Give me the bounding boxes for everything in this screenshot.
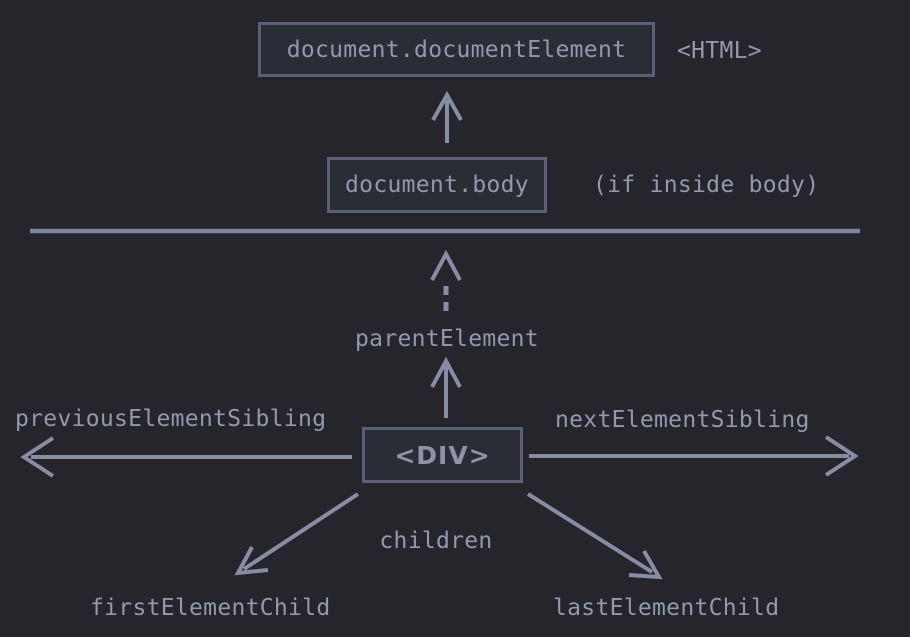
- div-label: <DIV>: [394, 440, 491, 470]
- document-element-label: document.documentElement: [286, 36, 627, 63]
- previous-element-sibling-label: previousElementSibling: [15, 406, 327, 432]
- arrow-body-to-documentelement: [431, 90, 463, 143]
- arrow-first-child: [234, 492, 360, 576]
- parent-element-label: parentElement: [355, 326, 539, 352]
- arrow-parent-element-dashed: [430, 249, 462, 317]
- arrow-last-child: [526, 492, 663, 580]
- arrow-div-to-parent: [430, 356, 462, 418]
- if-inside-body-label: (if inside body): [593, 172, 820, 198]
- arrow-next-sibling: [529, 435, 859, 477]
- html-tag-label: <HTML>: [677, 38, 762, 64]
- document-body-label: document.body: [345, 172, 529, 198]
- last-element-child-label: lastElementChild: [553, 595, 780, 621]
- first-element-child-label: firstElementChild: [90, 595, 331, 621]
- node-div: <DIV>: [362, 427, 523, 483]
- next-element-sibling-label: nextElementSibling: [555, 407, 810, 433]
- node-document-body: document.body: [327, 157, 547, 213]
- children-label: children: [379, 528, 493, 554]
- arrow-previous-sibling: [20, 436, 352, 478]
- node-document-element: document.documentElement: [258, 22, 655, 77]
